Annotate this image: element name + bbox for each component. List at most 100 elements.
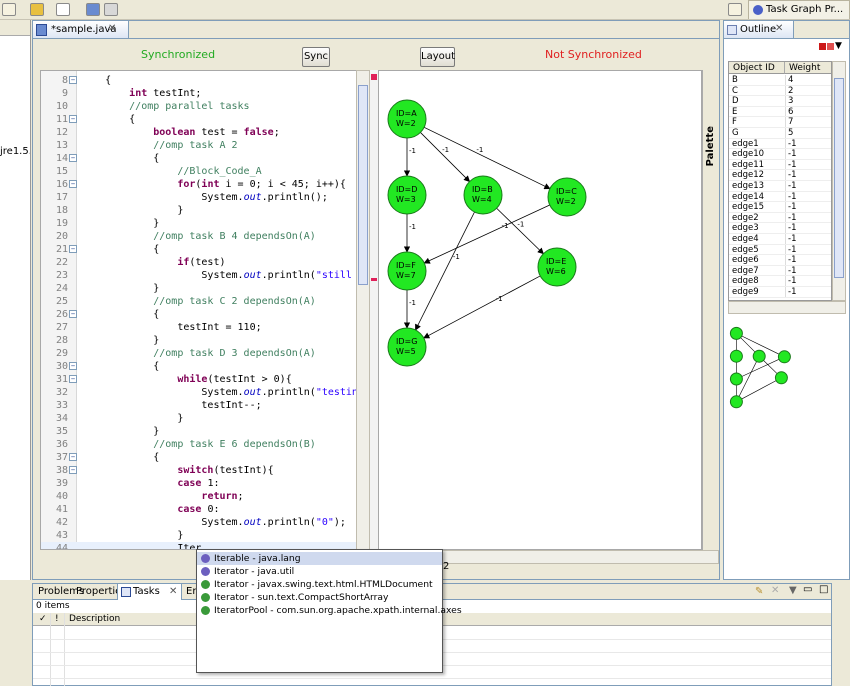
task-node-circle[interactable] <box>387 327 427 367</box>
code-line[interactable]: 13 //omp task A 2 <box>41 139 362 152</box>
code-line[interactable]: 8− { <box>41 74 362 87</box>
task-node-a[interactable]: ID=AW=2 <box>387 99 427 139</box>
table-row[interactable]: edge4-1 <box>729 234 831 245</box>
task-node-g[interactable]: ID=GW=5 <box>387 327 427 367</box>
edge-B-G[interactable] <box>415 211 475 331</box>
overview-ruler[interactable] <box>370 70 378 550</box>
code-line[interactable]: 36 //omp task E 6 dependsOn(B) <box>41 438 362 451</box>
completion-item[interactable]: Iterator - java.util <box>197 565 442 578</box>
table-row[interactable]: edge5-1 <box>729 244 831 256</box>
layout-button[interactable]: Layout <box>420 47 455 67</box>
fold-toggle-icon[interactable]: − <box>69 115 77 123</box>
code-line[interactable]: 23 System.out.println("still <box>41 269 362 282</box>
task-node-circle[interactable] <box>537 247 577 287</box>
code-line[interactable]: 35 } <box>41 425 362 438</box>
stop-icon[interactable] <box>819 43 826 50</box>
package-explorer-item[interactable]: jre1.5.0 <box>0 146 30 157</box>
code-line[interactable]: 19 } <box>41 217 362 230</box>
nav-dropdown-icon[interactable] <box>2 3 16 16</box>
task-node-circle[interactable] <box>387 175 427 215</box>
fold-toggle-icon[interactable]: − <box>69 375 77 383</box>
code-line[interactable]: 15 //Block_Code_A <box>41 165 362 178</box>
code-line[interactable]: 29 //omp task D 3 dependsOn(A) <box>41 347 362 360</box>
column-header-complete[interactable]: ✓ <box>39 614 47 624</box>
perspective-tab-task-graph[interactable]: Task Graph Pr... <box>748 0 850 19</box>
editor-tab-sample-java[interactable]: *sample.java ✕ <box>33 21 129 39</box>
outline-vertical-scrollbar[interactable] <box>832 61 846 301</box>
stop-icon[interactable] <box>827 43 834 50</box>
graph-overview-thumbnail[interactable] <box>726 319 848 419</box>
code-line[interactable]: 18 } <box>41 204 362 217</box>
delete-icon[interactable]: ✕ <box>771 585 780 596</box>
code-line[interactable]: 26− { <box>41 308 362 321</box>
tab-problems[interactable]: Problems <box>38 586 85 597</box>
table-row[interactable]: edge8-1 <box>729 276 831 287</box>
code-line[interactable]: 9 int testInt; <box>41 87 362 100</box>
fold-toggle-icon[interactable]: − <box>69 76 77 84</box>
code-line[interactable]: 24 } <box>41 282 362 295</box>
table-row[interactable]: edge10-1 <box>729 149 831 160</box>
fold-toggle-icon[interactable]: − <box>69 245 77 253</box>
code-line[interactable]: 39 case 1: <box>41 477 362 490</box>
code-line[interactable]: 27 testInt = 110; <box>41 321 362 334</box>
task-node-b[interactable]: ID=BW=4 <box>463 175 503 215</box>
completion-item[interactable]: Iterable - java.lang <box>197 552 442 565</box>
table-row[interactable]: edge14-1 <box>729 191 831 203</box>
table-row[interactable]: edge15-1 <box>729 202 831 213</box>
edge-A-C[interactable] <box>423 126 551 190</box>
close-icon[interactable]: ✕ <box>775 23 784 34</box>
code-line[interactable]: 10 //omp parallel tasks <box>41 100 362 113</box>
filter-icon[interactable]: ▼ <box>789 585 797 596</box>
task-node-circle[interactable] <box>387 251 427 291</box>
edge-E-G[interactable] <box>423 275 541 339</box>
column-header-priority[interactable]: ! <box>55 614 59 624</box>
task-node-f[interactable]: ID=FW=7 <box>387 251 427 291</box>
column-header-weight[interactable]: Weight <box>785 62 831 74</box>
code-line[interactable]: 28 } <box>41 334 362 347</box>
code-line[interactable]: 38− switch(testInt){ <box>41 464 362 477</box>
scrollbar-thumb[interactable] <box>834 78 844 278</box>
code-line[interactable]: 37− { <box>41 451 362 464</box>
task-node-circle[interactable] <box>387 99 427 139</box>
code-line[interactable]: 25 //omp task C 2 dependsOn(A) <box>41 295 362 308</box>
scrollbar-thumb[interactable] <box>358 85 368 285</box>
code-line[interactable]: 31− while(testInt > 0){ <box>41 373 362 386</box>
fold-toggle-icon[interactable]: − <box>69 362 77 370</box>
new-task-icon[interactable]: ✎ <box>755 586 764 597</box>
code-line[interactable]: 20 //omp task B 4 dependsOn(A) <box>41 230 362 243</box>
open-type-icon[interactable] <box>30 3 44 16</box>
completion-item[interactable]: Iterator - sun.text.CompactShortArray <box>197 591 442 604</box>
code-line[interactable]: 16− for(int i = 0; i < 45; i++){ <box>41 178 362 191</box>
code-line[interactable]: 14− { <box>41 152 362 165</box>
edge-A-B[interactable] <box>420 132 471 183</box>
code-vertical-scrollbar[interactable] <box>356 70 370 550</box>
table-row[interactable]: edge12-1 <box>729 170 831 181</box>
fold-toggle-icon[interactable]: − <box>69 466 77 474</box>
fold-toggle-icon[interactable]: − <box>69 453 77 461</box>
palette-panel[interactable]: Palette <box>702 70 719 550</box>
table-row[interactable]: edge6-1 <box>729 255 831 266</box>
table-row[interactable]: edge11-1 <box>729 159 831 171</box>
code-line[interactable]: 21− { <box>41 243 362 256</box>
code-line[interactable]: 43 } <box>41 529 362 542</box>
column-header-description[interactable]: Description <box>69 614 121 624</box>
code-line[interactable]: 17 System.out.println(); <box>41 191 362 204</box>
table-row[interactable]: edge2-1 <box>729 212 831 224</box>
task-node-circle[interactable] <box>547 177 587 217</box>
fold-toggle-icon[interactable]: − <box>69 180 77 188</box>
outline-tab[interactable]: Outline ✕ <box>724 21 794 39</box>
fold-toggle-icon[interactable]: − <box>69 310 77 318</box>
tab-properties[interactable]: Properties <box>76 586 127 597</box>
maximize-icon[interactable]: □ <box>819 584 829 595</box>
task-graph[interactable]: -1-1-1-1-1-1-1-1-1 ID=AW=2ID=BW=4ID=CW=2… <box>379 71 702 550</box>
code-line[interactable]: 41 case 0: <box>41 503 362 516</box>
code-line[interactable]: 12 boolean test = false; <box>41 126 362 139</box>
error-marker[interactable] <box>371 74 377 80</box>
minimize-icon[interactable]: ▭ <box>803 584 813 595</box>
